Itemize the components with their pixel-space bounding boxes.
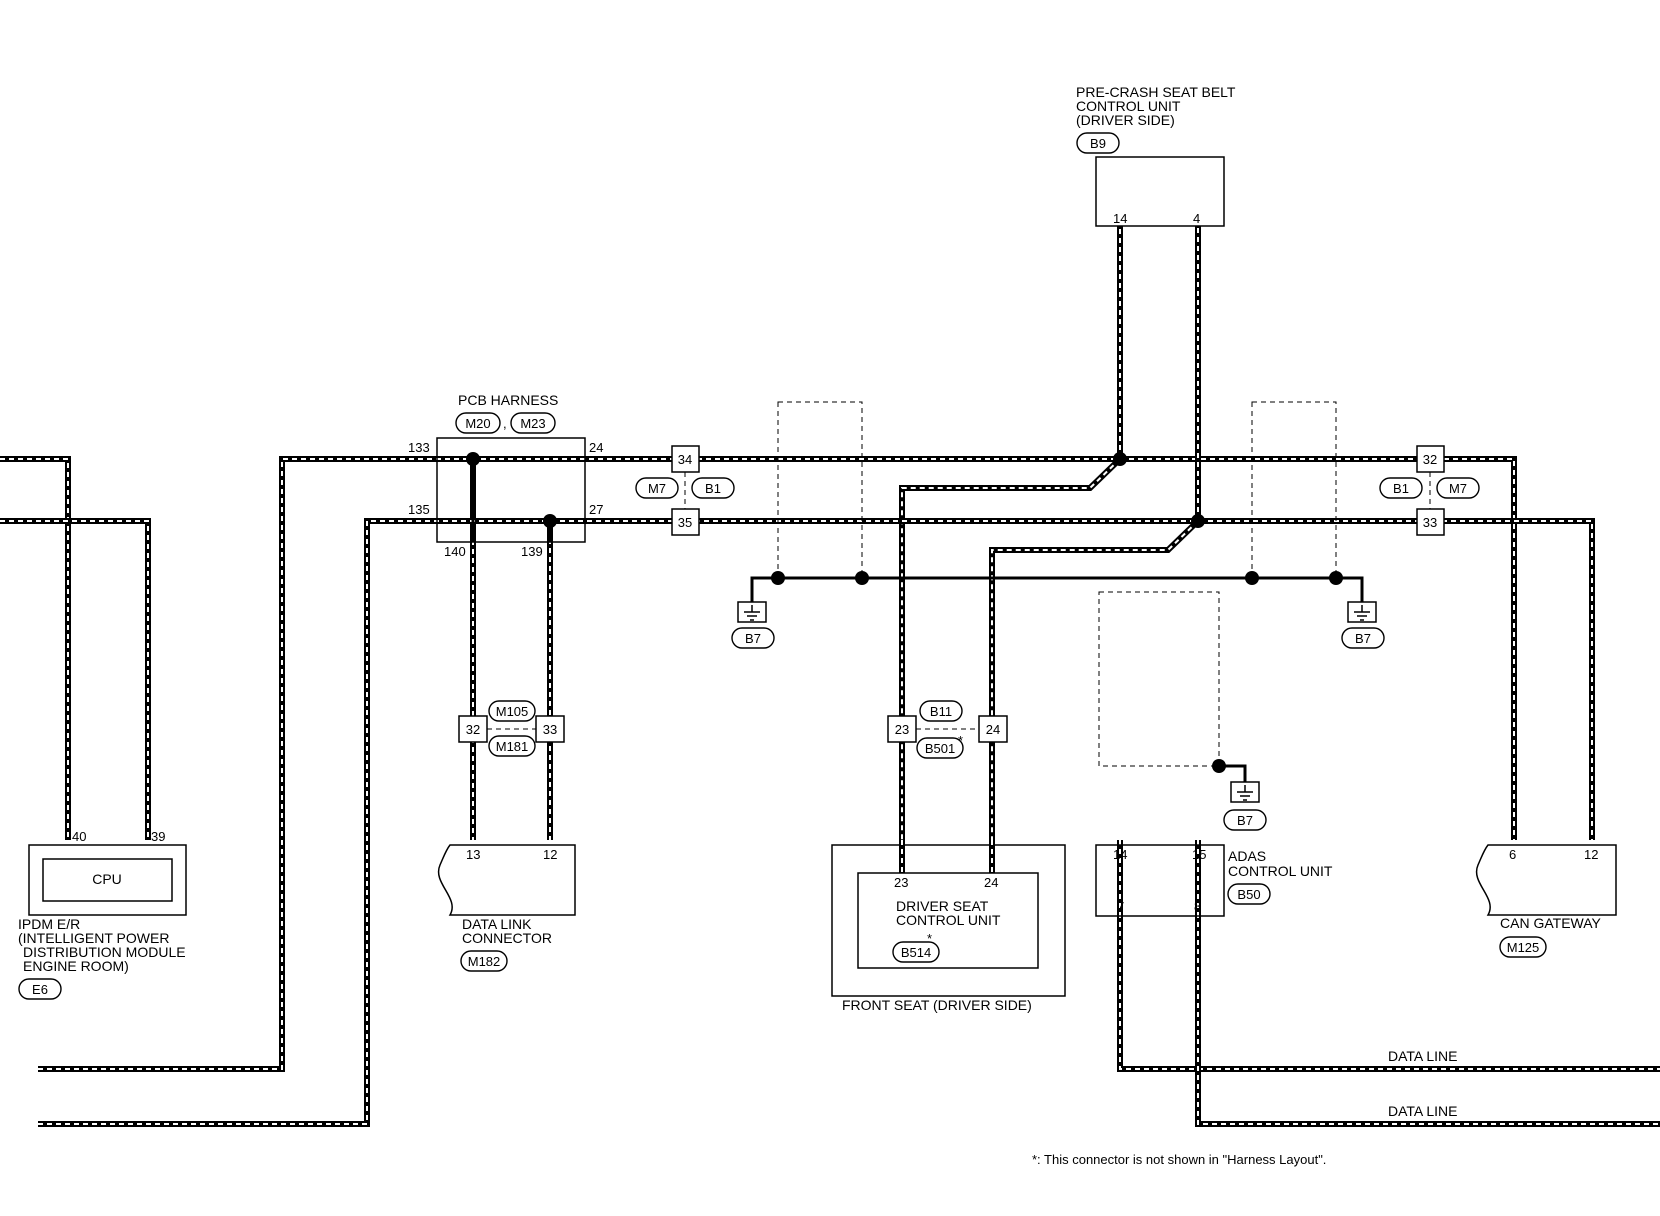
splice-dot xyxy=(1329,571,1343,585)
junction-connector-m7: M7 xyxy=(648,481,666,496)
data-line-label-low: DATA LINE xyxy=(1388,1103,1458,1119)
splice-dot xyxy=(855,571,869,585)
junction-pin-23: 23 xyxy=(895,722,909,737)
junction-connector-b1: B1 xyxy=(1393,481,1409,496)
pcb-pin-24: 24 xyxy=(589,440,603,455)
pcb-pin-139: 139 xyxy=(521,544,543,559)
junction-connector-b1: B1 xyxy=(705,481,721,496)
adas-pin-14: 14 xyxy=(1113,847,1127,862)
splice-dot xyxy=(1212,759,1226,773)
adas-internal-wires xyxy=(1117,840,1201,916)
dscu-name-line1: DRIVER SEAT xyxy=(896,898,989,914)
splice-dot xyxy=(1191,514,1205,528)
junction-b11-b501: 23 24 B11 B501 * xyxy=(887,700,1008,759)
precrash-pin-14: 14 xyxy=(1113,211,1127,226)
dscu-connector-b514: B514 xyxy=(901,945,931,960)
dlc-pin-13: 13 xyxy=(466,847,480,862)
junction-connector-m7: M7 xyxy=(1449,481,1467,496)
junction-pin-33: 33 xyxy=(543,722,557,737)
pcb-connector-m23: M23 xyxy=(520,416,545,431)
splice-dot xyxy=(543,514,557,528)
data-line-label-high: DATA LINE xyxy=(1388,1048,1458,1064)
can-gateway: 6 12 CAN GATEWAY M125 xyxy=(1475,844,1617,958)
adas-name-line1: ADAS xyxy=(1228,848,1266,864)
pcb-harness-box xyxy=(436,437,586,543)
pcb-pin-140: 140 xyxy=(444,544,466,559)
junction-m105-m181: 32 33 M105 M181 xyxy=(458,700,565,757)
junction-connector-m181: M181 xyxy=(496,739,529,754)
dscu-name-line2: CONTROL UNIT xyxy=(896,912,1001,928)
junction-pin-34: 34 xyxy=(678,452,692,467)
ipdm-er-unit: CPU 40 39 IPDM E/R (INTELLIGENT POWER DI… xyxy=(18,829,187,1000)
pcb-pin-133: 133 xyxy=(408,440,430,455)
pcb-connector-m20: M20 xyxy=(465,416,490,431)
dscu-pin-23: 23 xyxy=(894,875,908,890)
pcb-pin-135: 135 xyxy=(408,502,430,517)
ipdm-name-line2: (INTELLIGENT POWER xyxy=(18,930,169,946)
svg-text:,: , xyxy=(503,416,507,431)
shield-network xyxy=(750,401,1364,782)
can-gateway-connector-m125: M125 xyxy=(1507,940,1540,955)
adas-pin-7: 7 xyxy=(1117,899,1124,914)
splice-dot xyxy=(1245,571,1259,585)
precrash-pin-4: 4 xyxy=(1193,211,1200,226)
junction-pin-24: 24 xyxy=(986,722,1000,737)
can-wire-high xyxy=(0,226,1660,1072)
adas-control-unit: 14 15 7 8 ADAS CONTROL UNIT B50 xyxy=(1095,844,1333,917)
can-wire-low xyxy=(0,226,1660,1127)
ground-symbol-right: B7 xyxy=(1341,601,1385,649)
footnote: *: This connector is not shown in "Harne… xyxy=(1032,1152,1326,1167)
ipdm-connector-e6: E6 xyxy=(32,982,48,997)
junction-pin-32: 32 xyxy=(466,722,480,737)
junction-pin-32: 32 xyxy=(1423,452,1437,467)
can-gateway-pin-6: 6 xyxy=(1509,847,1516,862)
dlc-connector-m182: M182 xyxy=(468,954,501,969)
adas-pin-15: 15 xyxy=(1192,847,1206,862)
can-gateway-pin-12: 12 xyxy=(1584,847,1598,862)
ground-label-b7: B7 xyxy=(1355,631,1371,646)
precrash-connector-label: B9 xyxy=(1090,136,1106,151)
junction-b1-m7-right: 32 33 B1 M7 xyxy=(1379,445,1480,536)
adas-name-line2: CONTROL UNIT xyxy=(1228,863,1333,879)
ipdm-name-line4: ENGINE ROOM) xyxy=(23,958,129,974)
pcb-harness: PCB HARNESS M20 , M23 133 24 135 27 140 … xyxy=(408,392,603,559)
adas-connector-b50: B50 xyxy=(1237,887,1260,902)
data-link-connector: 13 12 DATA LINK CONNECTOR M182 xyxy=(437,844,576,972)
splice-dot xyxy=(466,452,480,466)
junction-pin-33: 33 xyxy=(1423,515,1437,530)
precrash-name-line3: (DRIVER SIDE) xyxy=(1076,112,1175,128)
junction-pin-35: 35 xyxy=(678,515,692,530)
junction-m7-b1-left: 34 35 M7 B1 xyxy=(635,445,735,536)
ipdm-pin-40: 40 xyxy=(72,829,86,844)
precrash-seat-belt-unit: PRE-CRASH SEAT BELT CONTROL UNIT (DRIVER… xyxy=(1076,84,1236,227)
dlc-name-line2: CONNECTOR xyxy=(462,930,552,946)
front-seat-name: FRONT SEAT (DRIVER SIDE) xyxy=(842,997,1032,1013)
b501-star-mark: * xyxy=(958,733,963,748)
splice-dot xyxy=(1113,452,1127,466)
ipdm-pin-39: 39 xyxy=(151,829,165,844)
ground-label-b7: B7 xyxy=(1237,813,1253,828)
can-gateway-name: CAN GATEWAY xyxy=(1500,915,1602,931)
dscu-pin-24: 24 xyxy=(984,875,998,890)
junction-connector-b501: B501 xyxy=(925,741,955,756)
ipdm-cpu-label: CPU xyxy=(92,871,122,887)
junction-connector-m105: M105 xyxy=(496,704,529,719)
precrash-name-line1: PRE-CRASH SEAT BELT xyxy=(1076,84,1236,100)
ipdm-name-line1: IPDM E/R xyxy=(18,916,80,932)
front-seat-driver-side: 23 24 DRIVER SEAT CONTROL UNIT * B514 FR… xyxy=(831,840,1066,1013)
adas-pin-8: 8 xyxy=(1194,899,1201,914)
ground-symbol-adas: B7 xyxy=(1223,781,1267,831)
precrash-name-line2: CONTROL UNIT xyxy=(1076,98,1181,114)
b514-star-mark: * xyxy=(927,931,932,946)
ground-label-b7: B7 xyxy=(745,631,761,646)
ground-symbol-left: B7 xyxy=(731,601,775,649)
dlc-pin-12: 12 xyxy=(543,847,557,862)
splice-dot xyxy=(771,571,785,585)
junction-connector-b11: B11 xyxy=(930,704,952,719)
dlc-name-line1: DATA LINK xyxy=(462,916,532,932)
pcb-pin-27: 27 xyxy=(589,502,603,517)
ipdm-name-line3: DISTRIBUTION MODULE xyxy=(23,944,186,960)
pcb-harness-name: PCB HARNESS xyxy=(458,392,558,408)
